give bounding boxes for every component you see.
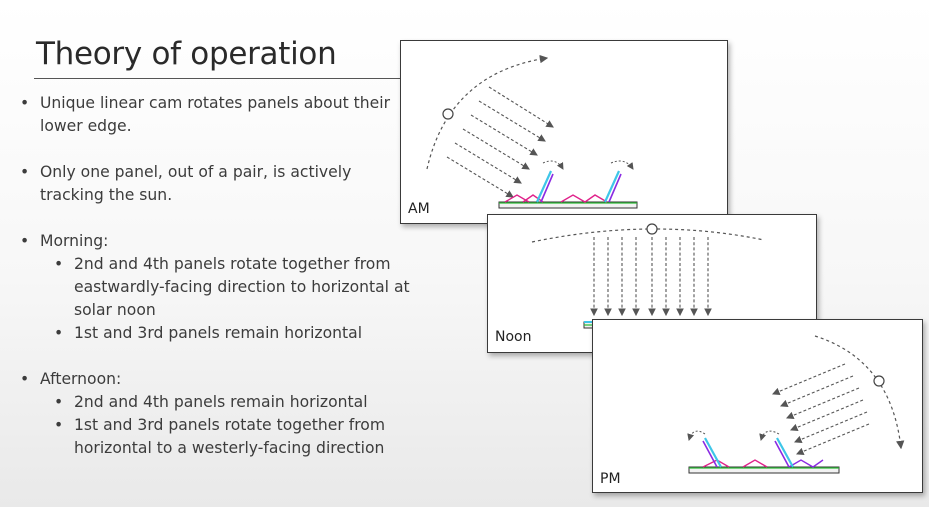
solar-tracker xyxy=(688,437,840,474)
am-label: AM xyxy=(408,201,430,217)
rotation-arrow xyxy=(542,160,564,170)
bullet-text: Afternoon: xyxy=(40,370,122,388)
bullet-text: Morning: xyxy=(40,232,109,250)
title-underline xyxy=(34,78,406,79)
bullet-morning: Morning: 2nd and 4th panels rotate toget… xyxy=(20,230,410,345)
sub-bullet: 1st and 3rd panels remain horizontal xyxy=(54,322,410,345)
sub-bullet: 2nd and 4th panels remain horizontal xyxy=(54,391,410,414)
morning-sublist: 2nd and 4th panels rotate together from … xyxy=(40,253,410,345)
bullet-list: Unique linear cam rotates panels about t… xyxy=(20,92,410,483)
bullet-one-panel: Only one panel, out of a pair, is active… xyxy=(20,161,410,207)
sun-path-arc xyxy=(814,335,905,450)
afternoon-sublist: 2nd and 4th panels remain horizontal 1st… xyxy=(40,391,410,460)
slide-title: Theory of operation xyxy=(36,36,337,72)
rotation-arrow xyxy=(610,160,634,170)
sun-icon xyxy=(442,108,454,120)
sun-path-arc xyxy=(426,54,549,170)
sun-path-arc xyxy=(531,228,765,243)
sun-rays xyxy=(771,363,870,456)
noon-label: Noon xyxy=(495,329,532,345)
sub-bullet-text: 2nd and 4th panels remain horizontal xyxy=(74,393,368,411)
bullet-text: Unique linear cam rotates panels about t… xyxy=(40,94,390,135)
sub-bullet-text: 1st and 3rd panels remain horizontal xyxy=(74,324,363,342)
bullet-text: Only one panel, out of a pair, is active… xyxy=(40,163,352,204)
sun-rays xyxy=(590,237,712,317)
am-diagram-drawing xyxy=(426,54,638,209)
solar-tracker xyxy=(498,170,638,209)
sub-bullet: 2nd and 4th panels rotate together from … xyxy=(54,253,410,322)
sun-icon xyxy=(646,223,658,235)
pm-label: PM xyxy=(600,471,621,487)
bullet-afternoon: Afternoon: 2nd and 4th panels remain hor… xyxy=(20,368,410,460)
sun-icon xyxy=(873,375,885,387)
sub-bullet: 1st and 3rd panels rotate together from … xyxy=(54,414,410,460)
sub-bullet-text: 2nd and 4th panels rotate together from … xyxy=(74,255,410,319)
sub-bullet-text: 1st and 3rd panels rotate together from … xyxy=(74,416,386,457)
pm-diagram-drawing xyxy=(687,335,905,474)
rotation-arrow xyxy=(759,430,780,441)
sun-rays xyxy=(446,86,554,198)
pm-diagram: PM xyxy=(592,319,923,493)
rotation-arrow xyxy=(687,430,706,441)
am-diagram: AM xyxy=(400,40,728,224)
bullet-linear-cam: Unique linear cam rotates panels about t… xyxy=(20,92,410,138)
